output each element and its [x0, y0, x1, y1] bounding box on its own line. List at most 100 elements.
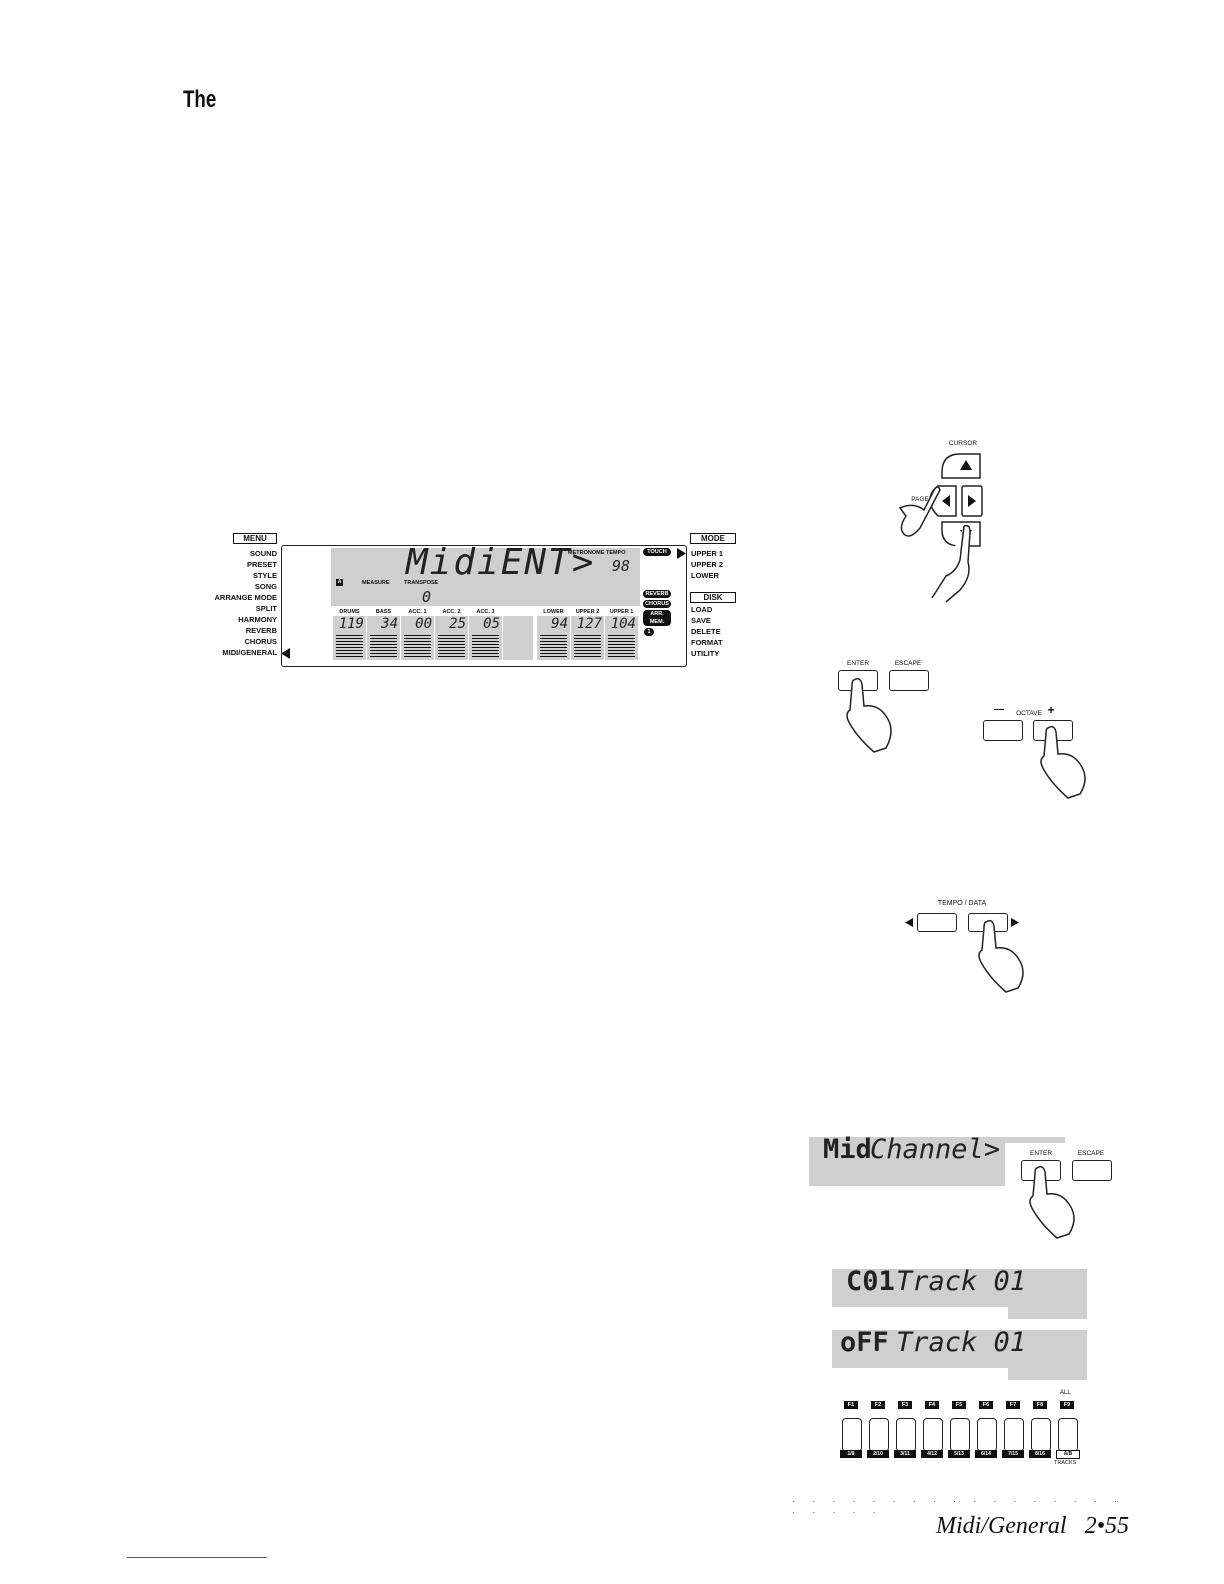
menu-item[interactable]: MIDI/GENERAL [222, 648, 277, 657]
disk-list: LOAD SAVE DELETE FORMAT UTILITY [691, 605, 723, 660]
octave-minus-button[interactable] [983, 720, 1023, 741]
fkey-bottom-label: 2/10 [867, 1450, 889, 1458]
level-bars [438, 635, 465, 657]
level-bars [336, 635, 363, 657]
main-lcd [331, 548, 640, 606]
fkey-bottom-label: 5/13 [948, 1450, 970, 1458]
track-lcd-2-prefix: oFF [840, 1327, 889, 1358]
f3-key[interactable] [896, 1418, 916, 1454]
pressing-hand-icon [978, 919, 1024, 993]
disk-item[interactable]: LOAD [691, 605, 713, 614]
f8-key[interactable] [1031, 1418, 1051, 1454]
f1-key[interactable] [842, 1418, 862, 1454]
touch-badge: TOUCH [643, 548, 671, 556]
disk-item[interactable]: SAVE [691, 616, 711, 625]
fkey-bottom-label: 7/15 [1002, 1450, 1024, 1458]
pressing-hand-icon [1029, 1165, 1075, 1239]
footer-dots: · · · · · · · · · · · · · · · · · · · · … [792, 1496, 1125, 1518]
tempo-label: TEMPO [606, 550, 626, 556]
track-lcd-1-text: Track 01 [896, 1266, 1027, 1297]
tempo-down-button[interactable] [917, 913, 957, 932]
menu-item[interactable]: PRESET [246, 560, 277, 569]
enter-label: ENTER [846, 660, 870, 667]
f4-key[interactable] [923, 1418, 943, 1454]
level-bars [574, 635, 601, 657]
octave-label: OCTAVE [1016, 710, 1042, 717]
level-bars [370, 635, 397, 657]
f2-key[interactable] [869, 1418, 889, 1454]
menu-item[interactable]: SOUND [249, 549, 277, 558]
fkey-top-label: F3 [898, 1401, 912, 1409]
section-heading: The [183, 86, 217, 113]
panel-display [281, 545, 687, 667]
mode-pointer-icon [677, 548, 686, 559]
track-lcd-1-prefix: C01 [846, 1266, 895, 1297]
pressing-hand-icon [1040, 725, 1086, 799]
escape-label: ESCAPE [1077, 1150, 1105, 1157]
escape-button[interactable] [1072, 1160, 1112, 1181]
fkey-top-label: F8 [1033, 1401, 1047, 1409]
tempo-up-arrow-icon [1011, 918, 1019, 927]
measure-label: MEASURE [362, 580, 390, 586]
mem-number: 1 [644, 628, 654, 636]
fkey-top-label: F9 [1060, 1401, 1074, 1409]
f6-key[interactable] [977, 1418, 997, 1454]
mode-item[interactable]: LOWER [691, 571, 719, 580]
fkey-top-label: F1 [844, 1401, 858, 1409]
level-bars [472, 635, 499, 657]
mode-item[interactable]: UPPER 2 [691, 560, 724, 569]
menu-pointer-icon [281, 648, 290, 659]
channel-strip-blank [503, 609, 533, 660]
level-bars [540, 635, 567, 657]
menu-item[interactable]: SPLIT [255, 604, 277, 613]
page-label: PAGE [911, 496, 929, 503]
disk-item[interactable]: DELETE [691, 627, 721, 636]
cursor-label: CURSOR [948, 440, 978, 447]
a-indicator: A [336, 579, 343, 586]
fkey-top-label: F5 [952, 1401, 966, 1409]
f9-key[interactable] [1058, 1418, 1078, 1454]
reverb-badge: REVERB [643, 590, 671, 598]
menu-item[interactable]: SONG [254, 582, 277, 591]
enter-label: ENTER [1029, 1150, 1053, 1157]
transpose-label: TRANSPOSE [404, 580, 439, 586]
all-label: ALL [1060, 1390, 1071, 1396]
menu-item[interactable]: REVERB [245, 626, 277, 635]
menu-item[interactable]: HARMONY [238, 615, 277, 624]
main-lcd-text: MidiENT> [406, 542, 596, 583]
bottom-link-line[interactable] [127, 1557, 267, 1558]
octave-minus: — [994, 704, 1004, 715]
mode-label: MODE [690, 533, 736, 544]
fkey-bottom-label: 3/11 [894, 1450, 916, 1458]
channel-lcd-prefix: Mid [823, 1134, 872, 1165]
tempo-down-arrow-icon [905, 918, 913, 927]
level-bars [404, 635, 431, 657]
mode-item[interactable]: UPPER 1 [691, 549, 724, 558]
tempo-data-label: TEMPO / DATA [937, 900, 987, 907]
menu-item[interactable]: CHORUS [244, 637, 277, 646]
fkey-bottom-label: 4/12 [921, 1450, 943, 1458]
page-footer: Midi/General 2•55 [935, 1513, 1129, 1539]
cursor-pad-icon [898, 453, 983, 603]
f5-key[interactable] [950, 1418, 970, 1454]
disk-item[interactable]: UTILITY [691, 649, 720, 658]
tracks-label: TRACKS [1054, 1460, 1077, 1466]
mode-list: UPPER 1 UPPER 2 LOWER [691, 549, 723, 582]
metronome-label: METRONOME [568, 550, 605, 556]
f7-key[interactable] [1004, 1418, 1024, 1454]
fkey-bottom-label: 8/16 [1029, 1450, 1051, 1458]
escape-button[interactable] [889, 670, 929, 691]
disk-item[interactable]: FORMAT [691, 638, 723, 647]
menu-item[interactable]: ARRANGE MODE [214, 593, 277, 602]
cursor-up-button[interactable] [941, 453, 981, 479]
fkey-top-label: F6 [979, 1401, 993, 1409]
menu-item[interactable]: STYLE [252, 571, 277, 580]
fkey-top-label: F2 [871, 1401, 885, 1409]
